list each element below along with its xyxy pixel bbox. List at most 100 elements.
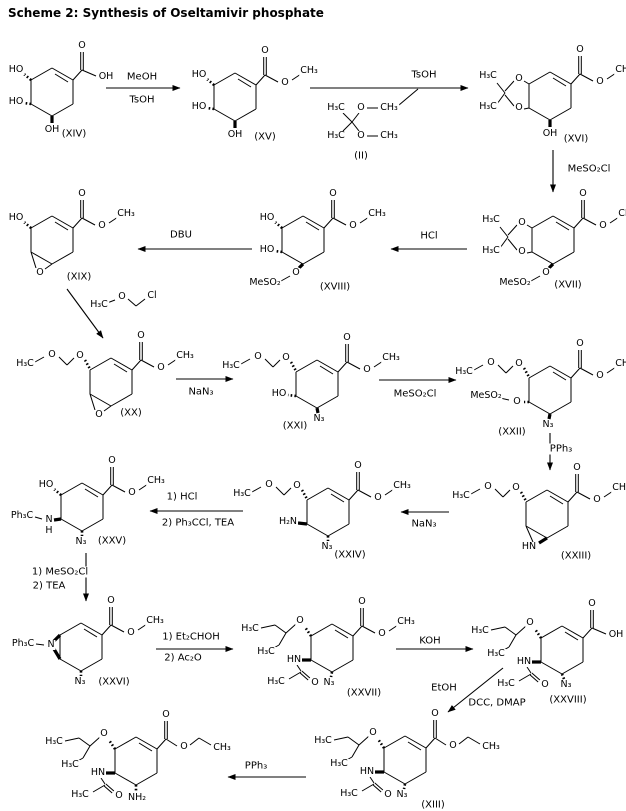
bond-line xyxy=(283,487,292,496)
reagent-label: PPh₃ xyxy=(548,443,574,455)
bond-line xyxy=(504,626,517,636)
hash-bond-line xyxy=(560,673,566,680)
compound-label-XXVIII: (XXVIII) xyxy=(549,694,587,706)
bond-line xyxy=(549,401,572,415)
bond-line xyxy=(358,735,370,746)
compound-label-XX: (XX) xyxy=(120,407,142,419)
atom-label-XXIV: O xyxy=(373,492,383,504)
bond-line xyxy=(296,664,302,672)
bond-line xyxy=(54,73,69,83)
compound-label-XVII: (XVII) xyxy=(554,279,582,291)
bond-line xyxy=(332,217,347,226)
atom-label-XXV: N₃ xyxy=(74,536,88,548)
bond-line xyxy=(131,359,142,371)
bond-line xyxy=(72,217,83,229)
bond-line xyxy=(92,784,106,793)
bond-line xyxy=(264,358,274,368)
atom-label-XXVIII: HN xyxy=(515,656,533,668)
atom-label-XIV: HO xyxy=(7,64,25,76)
atom-label-XXVIII: H₃C xyxy=(486,648,506,660)
atom-label-II: CH₃ xyxy=(379,102,399,114)
hash-bond-line xyxy=(519,491,528,502)
compound-label-II: (II) xyxy=(354,150,368,162)
atom-label-XIII: N₃ xyxy=(395,789,409,801)
atom-label-Oseltamivir: CH₃ xyxy=(212,742,232,754)
bond-line xyxy=(576,491,591,500)
bond-line xyxy=(60,482,83,496)
atom-label-XV: O xyxy=(260,45,270,57)
bond-line xyxy=(213,72,236,86)
atom-label-XXII: O xyxy=(595,370,605,382)
bond-line xyxy=(288,671,302,680)
atom-label-XX: O xyxy=(94,409,104,421)
atom-label-XVII: O xyxy=(598,220,608,232)
bond-line xyxy=(114,736,137,750)
bond-line xyxy=(504,80,515,92)
atom-label-II: CH₃ xyxy=(379,130,399,142)
atom-label-XVII: O xyxy=(517,217,527,229)
bond-line xyxy=(546,525,569,539)
atom-label-XXIV: N₃ xyxy=(320,541,334,553)
bond-line xyxy=(51,251,74,265)
bond-line xyxy=(30,251,53,265)
bond-line xyxy=(89,393,112,407)
bond-line xyxy=(526,666,532,674)
compound-label-XXV: (XXV) xyxy=(97,535,127,547)
reagent-label: TsOH xyxy=(128,94,156,106)
atom-label-XV: O xyxy=(280,77,290,89)
compound-label-XIX: (XIX) xyxy=(66,271,92,283)
atom-label-XXV: O xyxy=(127,487,137,499)
bond-line xyxy=(323,217,334,229)
atom-label-XXVIII: OH xyxy=(607,629,625,641)
bond-line xyxy=(549,495,564,505)
bond-line xyxy=(515,625,527,636)
hash-bond-line xyxy=(522,367,531,378)
atom-label-XXIII: H₃C xyxy=(451,490,471,502)
bond-line xyxy=(260,624,276,629)
bond-line xyxy=(89,736,101,747)
atom-label-XVI: H₃C xyxy=(478,70,498,82)
atom-label-XVII: H₃C xyxy=(481,214,501,226)
bond-line xyxy=(51,103,74,117)
bond-line xyxy=(89,357,112,371)
wedge-bond-line xyxy=(547,413,552,420)
atom-label-XXVII: O xyxy=(377,628,387,640)
atom-label-XXI: O xyxy=(281,352,291,364)
hash-bond-line xyxy=(376,738,386,749)
compound-label-XXVII: (XXVII) xyxy=(346,687,382,699)
bond-line xyxy=(82,745,91,759)
atom-label-XIII: H₃C xyxy=(313,735,333,747)
bond-line xyxy=(127,298,137,307)
wedge-bond-line xyxy=(53,517,62,522)
atom-label-Oseltamivir: O xyxy=(99,728,109,740)
bond-line xyxy=(549,107,572,121)
bond-line xyxy=(310,659,333,673)
bond-line xyxy=(135,772,158,786)
atom-label-XVIII: HO xyxy=(258,244,276,256)
bond-line xyxy=(306,487,329,501)
atom-label-XXVII: O xyxy=(357,596,367,608)
bond-line xyxy=(274,624,287,634)
hash-bond-line xyxy=(23,221,32,229)
atom-label-XXV: O xyxy=(107,455,117,467)
atom-label-XXI: HO xyxy=(270,388,288,400)
bond-line xyxy=(330,493,345,503)
atom-label-XXII: O xyxy=(514,358,524,370)
atom-label-XVII: MeSO₂ xyxy=(498,277,532,289)
atom-label-MOMCl: O xyxy=(117,291,127,303)
bond-line xyxy=(81,69,97,77)
atom-label-XX: CH₃ xyxy=(175,350,195,362)
bond-line xyxy=(528,401,551,415)
bond-line xyxy=(540,625,563,639)
bond-line xyxy=(347,736,360,746)
bond-line xyxy=(528,365,551,379)
scheme-title: Scheme 2: Synthesis of Oseltamivir phosp… xyxy=(8,6,324,20)
bond-line xyxy=(110,357,133,371)
bond-line xyxy=(434,737,447,746)
atom-label-XV: OH xyxy=(226,129,244,141)
reagent-label: NaN₃ xyxy=(410,518,438,530)
bond-line xyxy=(198,737,212,746)
compound-label-XVIII: (XVIII) xyxy=(319,281,351,293)
double-bond-line xyxy=(374,782,384,791)
